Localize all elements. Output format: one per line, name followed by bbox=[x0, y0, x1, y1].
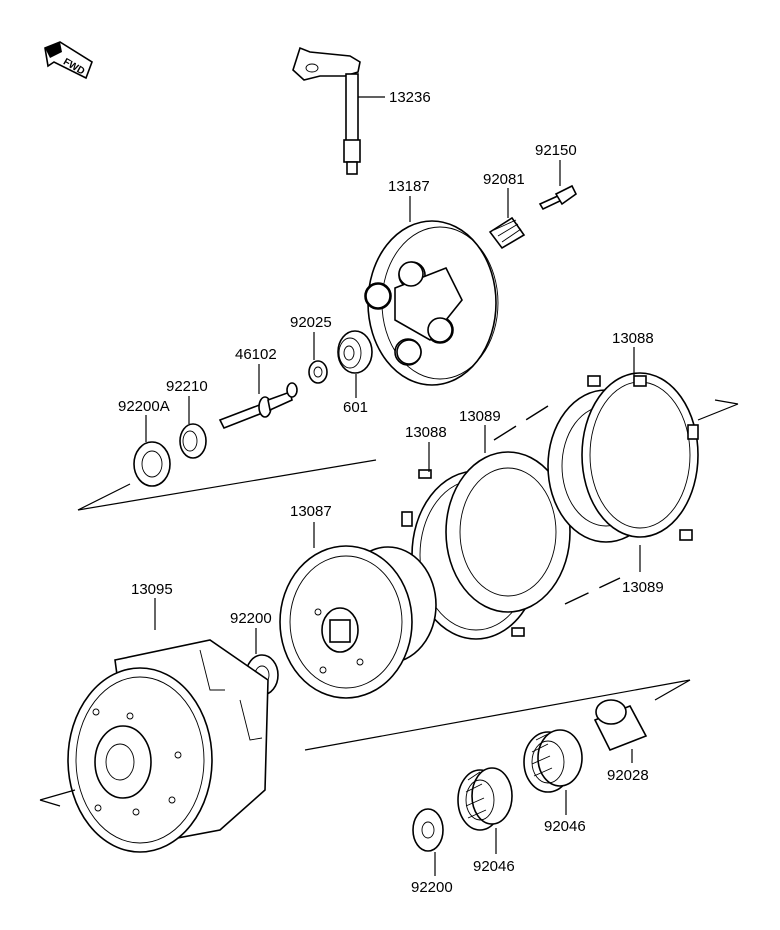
label-92200A: 92200A bbox=[118, 398, 170, 415]
needle-bearing-left bbox=[457, 767, 513, 854]
axis-line-upper bbox=[77, 459, 377, 511]
lock-washer bbox=[133, 415, 171, 487]
clutch-housing bbox=[67, 598, 269, 853]
friction-plate-rear bbox=[581, 347, 699, 541]
sleeve bbox=[593, 699, 648, 763]
label-13089-a: 13089 bbox=[459, 408, 501, 425]
label-13095: 13095 bbox=[131, 581, 173, 598]
axis-line-lower bbox=[304, 679, 691, 751]
stack-line-lower bbox=[564, 577, 621, 605]
pressure-plate bbox=[364, 196, 499, 386]
clutch-hub bbox=[279, 522, 437, 699]
label-92200-b: 92200 bbox=[411, 879, 453, 896]
axis-line-left bbox=[39, 789, 76, 801]
label-13187: 13187 bbox=[388, 178, 430, 195]
label-92210: 92210 bbox=[166, 378, 208, 395]
stack-line-upper bbox=[493, 405, 549, 441]
washer-small bbox=[308, 332, 328, 384]
clutch-spring bbox=[488, 188, 526, 250]
fwd-arrow: FWD bbox=[44, 41, 93, 80]
clutch-push-lever bbox=[292, 46, 385, 175]
label-13088-b: 13088 bbox=[612, 330, 654, 347]
bolt bbox=[538, 160, 578, 211]
label-13088-a: 13088 bbox=[405, 424, 447, 441]
label-46102: 46102 bbox=[235, 346, 277, 363]
label-92081: 92081 bbox=[483, 171, 525, 188]
label-92200-a: 92200 bbox=[230, 610, 272, 627]
label-92028: 92028 bbox=[607, 767, 649, 784]
thrust-washer-lower bbox=[412, 808, 444, 876]
needle-bearing-right bbox=[523, 729, 583, 815]
label-92046-a: 92046 bbox=[544, 818, 586, 835]
label-13089-b: 13089 bbox=[622, 579, 664, 596]
push-rod bbox=[218, 364, 298, 430]
label-13087: 13087 bbox=[290, 503, 332, 520]
label-92150: 92150 bbox=[535, 142, 577, 159]
label-92025: 92025 bbox=[290, 314, 332, 331]
axis-line-right bbox=[697, 403, 739, 421]
label-92046-b: 92046 bbox=[473, 858, 515, 875]
ball-bearing bbox=[337, 330, 373, 398]
label-601: 601 bbox=[343, 399, 368, 416]
nut bbox=[179, 396, 207, 459]
label-13236: 13236 bbox=[389, 89, 431, 106]
steel-plate-front bbox=[445, 425, 571, 613]
